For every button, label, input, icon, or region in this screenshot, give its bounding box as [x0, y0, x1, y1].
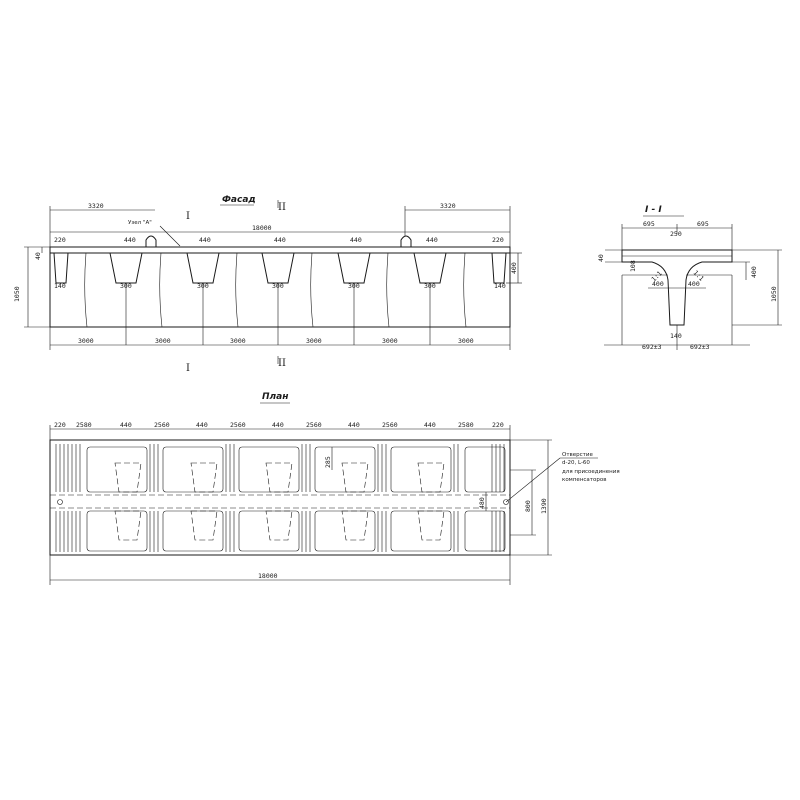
facade-bay-1: 3000	[155, 337, 171, 345]
plan-top-6: 440	[272, 421, 284, 429]
section-bottom-right: 692±3	[690, 343, 710, 351]
section-view: I - I 695 695 250 1:1 1:1 400 400 108 40…	[597, 205, 782, 351]
plan-top-2: 440	[120, 421, 132, 429]
plan-top-8: 440	[348, 421, 360, 429]
section-shape	[621, 249, 733, 326]
facade-flange: 40	[34, 252, 42, 260]
section-height: 1050	[770, 286, 778, 302]
facade-dim-right: 3320	[440, 202, 456, 210]
plan-view: План 220 2580 440 2560 440 2560 440 2560…	[49, 392, 620, 585]
plan-top-5: 2560	[230, 421, 246, 429]
plan-title: План	[262, 392, 288, 402]
plan-top-9: 2560	[382, 421, 398, 429]
plan-gap: 480	[478, 497, 486, 509]
section-title: I - I	[645, 205, 662, 215]
plan-inner-width: 800	[524, 500, 532, 512]
plan-top-3: 2560	[154, 421, 170, 429]
section-mark-II-top: II	[278, 202, 286, 213]
plan-top-7: 2560	[306, 421, 322, 429]
plan-hole-right	[503, 499, 509, 505]
facade-rib-top-5: 440	[426, 236, 438, 244]
plan-hole-left	[57, 499, 63, 505]
plan-top-10: 440	[424, 421, 436, 429]
plan-note-line-3: для присоединения	[562, 469, 620, 475]
facade-rib-top-2: 440	[199, 236, 211, 244]
facade-rib-top-4: 440	[350, 236, 362, 244]
plan-top-4: 440	[196, 421, 208, 429]
facade-dim-left: 3320	[88, 202, 104, 210]
section-top-right: 695	[697, 220, 709, 228]
section-mark-II-bottom: II	[278, 358, 286, 369]
plan-top-1: 2580	[76, 421, 92, 429]
section-mark-I-top: I	[186, 211, 190, 222]
facade-rib-bot-0: 140	[54, 282, 66, 290]
node-label: Узел "А"	[128, 220, 152, 226]
facade-rib-top-0: 220	[54, 236, 66, 244]
facade-rib-top-1: 440	[124, 236, 136, 244]
plan-hatching	[55, 444, 505, 552]
facade-title: Фасад	[222, 195, 256, 205]
plan-width: 1390	[540, 498, 548, 514]
section-web-right: 400	[688, 280, 700, 288]
section-mid: 250	[670, 230, 682, 238]
plan-top-11: 2580	[458, 421, 474, 429]
section-base: 140	[670, 332, 682, 340]
facade-bay-3: 3000	[306, 337, 322, 345]
plan-note-line-1: Отверстие	[562, 452, 593, 458]
plan-inner: 285	[324, 456, 332, 468]
plan-note-line-4: компенсаторов	[562, 477, 606, 483]
facade-height: 1050	[13, 286, 21, 302]
facade-bay-5: 3000	[458, 337, 474, 345]
section-bottom-left: 692±3	[642, 343, 662, 351]
facade-rib-height: 400	[510, 262, 518, 274]
section-flange: 40	[597, 254, 605, 262]
plan-ribs	[114, 462, 445, 541]
facade-rib-top-3: 440	[274, 236, 286, 244]
plan-note-line-2: d-20, L-60	[562, 460, 590, 466]
section-mark-I-bottom: I	[186, 363, 190, 374]
facade-view: Фасад 3320 3320 18000 Узел "А" I II I II	[13, 195, 522, 374]
facade-rib-top-6: 220	[492, 236, 504, 244]
section-rib-height: 400	[750, 266, 758, 278]
facade-bay-0: 3000	[78, 337, 94, 345]
facade-rib-bot-6: 140	[494, 282, 506, 290]
facade-bay-2: 3000	[230, 337, 246, 345]
facade-dim-total: 18000	[252, 224, 272, 232]
section-web-left: 400	[652, 280, 664, 288]
plan-outline	[49, 439, 511, 556]
section-top-left: 695	[643, 220, 655, 228]
facade-outline	[49, 246, 511, 328]
section-left-height: 108	[629, 260, 637, 272]
plan-top-0: 220	[54, 421, 66, 429]
plan-top-12: 220	[492, 421, 504, 429]
facade-bay-4: 3000	[382, 337, 398, 345]
plan-total: 18000	[258, 572, 278, 580]
